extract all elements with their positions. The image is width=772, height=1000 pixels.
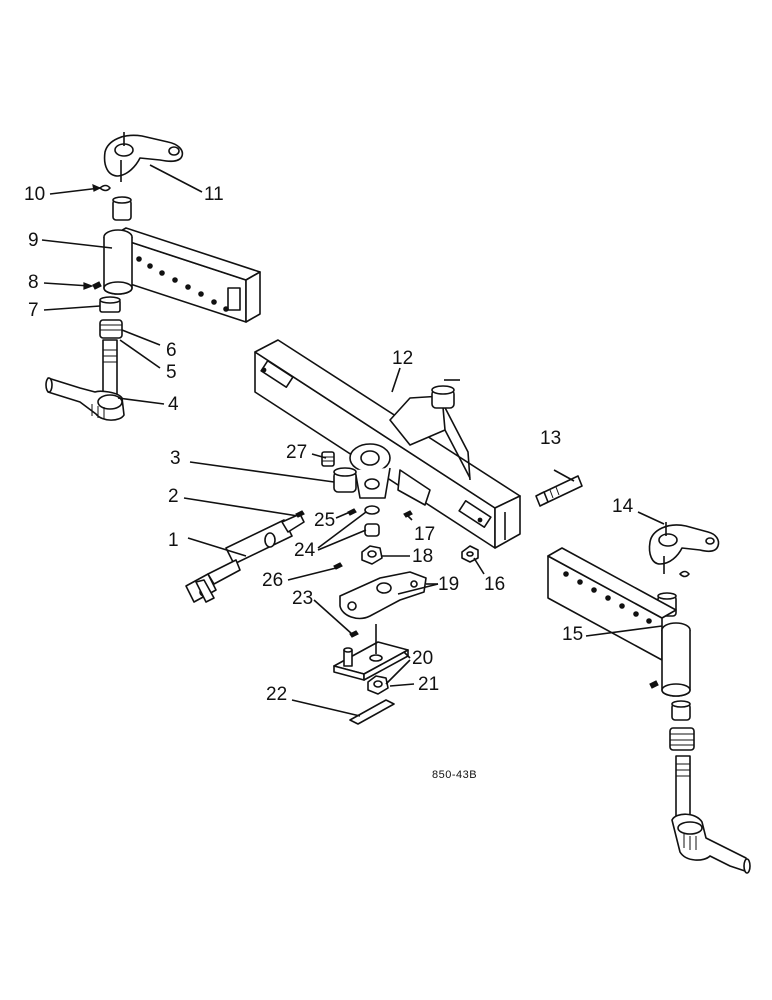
callout-9: 9 bbox=[28, 230, 39, 251]
part-thrust-washer-right bbox=[671, 700, 691, 721]
part-axle-extension-left bbox=[103, 227, 261, 323]
part-thrust-washer-left bbox=[99, 296, 121, 313]
part-spindle-right bbox=[671, 755, 751, 874]
callout-19: 19 bbox=[438, 574, 459, 595]
callout-labels: 1 2 3 4 5 6 7 8 9 10 11 12 13 14 15 16 1… bbox=[24, 184, 634, 705]
part-fitting-23 bbox=[349, 630, 359, 638]
callout-5: 5 bbox=[166, 362, 177, 383]
callout-2: 2 bbox=[168, 486, 179, 507]
part-nut-21 bbox=[367, 675, 389, 695]
part-fitting-25 bbox=[347, 508, 357, 516]
part-axle-beam-center bbox=[254, 339, 521, 549]
callout-26: 26 bbox=[262, 570, 283, 591]
callout-23: 23 bbox=[292, 588, 313, 609]
callout-27: 27 bbox=[286, 442, 307, 463]
callout-14: 14 bbox=[612, 496, 634, 517]
part-center-pivot-housing bbox=[349, 443, 391, 499]
callout-17: 17 bbox=[414, 524, 435, 545]
callout-18: 18 bbox=[412, 546, 433, 567]
part-bushing-3 bbox=[333, 467, 357, 493]
part-fitting-17 bbox=[403, 510, 413, 518]
part-bearing-left bbox=[99, 319, 123, 339]
part-spindle-left bbox=[45, 339, 125, 421]
callout-11: 11 bbox=[204, 184, 224, 205]
callout-7: 7 bbox=[28, 300, 39, 321]
part-bearing-right bbox=[669, 727, 695, 751]
callout-25: 25 bbox=[314, 510, 335, 531]
callout-8: 8 bbox=[28, 272, 39, 293]
callout-10: 10 bbox=[24, 184, 45, 205]
part-key-left bbox=[99, 184, 111, 192]
callout-4: 4 bbox=[168, 394, 179, 415]
part-axle-extension-right bbox=[547, 547, 691, 697]
callout-24: 24 bbox=[294, 540, 316, 561]
diagram-reference-code: 850-43B bbox=[432, 769, 477, 781]
part-steering-arm-left bbox=[103, 132, 184, 182]
part-washers-24 bbox=[364, 505, 380, 537]
part-key-right bbox=[679, 570, 690, 578]
part-pivot-pin bbox=[535, 475, 583, 507]
callout-16: 16 bbox=[484, 574, 505, 595]
part-steering-cylinder bbox=[185, 513, 305, 603]
part-pivot-bushing bbox=[431, 379, 460, 409]
part-nut-18 bbox=[361, 545, 383, 565]
callout-12: 12 bbox=[392, 348, 413, 369]
part-center-arm-19 bbox=[339, 571, 427, 620]
callout-22: 22 bbox=[266, 684, 287, 705]
part-bushing-upper-left bbox=[112, 196, 132, 221]
callout-13: 13 bbox=[540, 428, 561, 449]
part-grease-fitting-right bbox=[649, 680, 659, 689]
callout-15: 15 bbox=[562, 624, 583, 645]
callout-20: 20 bbox=[412, 648, 433, 669]
part-grease-fitting-left bbox=[92, 281, 102, 290]
callout-6: 6 bbox=[166, 340, 177, 361]
callout-21: 21 bbox=[418, 674, 439, 695]
callout-3: 3 bbox=[170, 448, 181, 469]
leader-lines bbox=[41, 164, 665, 717]
part-plate-20 bbox=[333, 624, 409, 681]
callout-1: 1 bbox=[168, 530, 179, 551]
part-steering-arm-right bbox=[648, 522, 720, 574]
part-bushing-27 bbox=[321, 451, 335, 467]
part-shim-22 bbox=[349, 699, 395, 725]
